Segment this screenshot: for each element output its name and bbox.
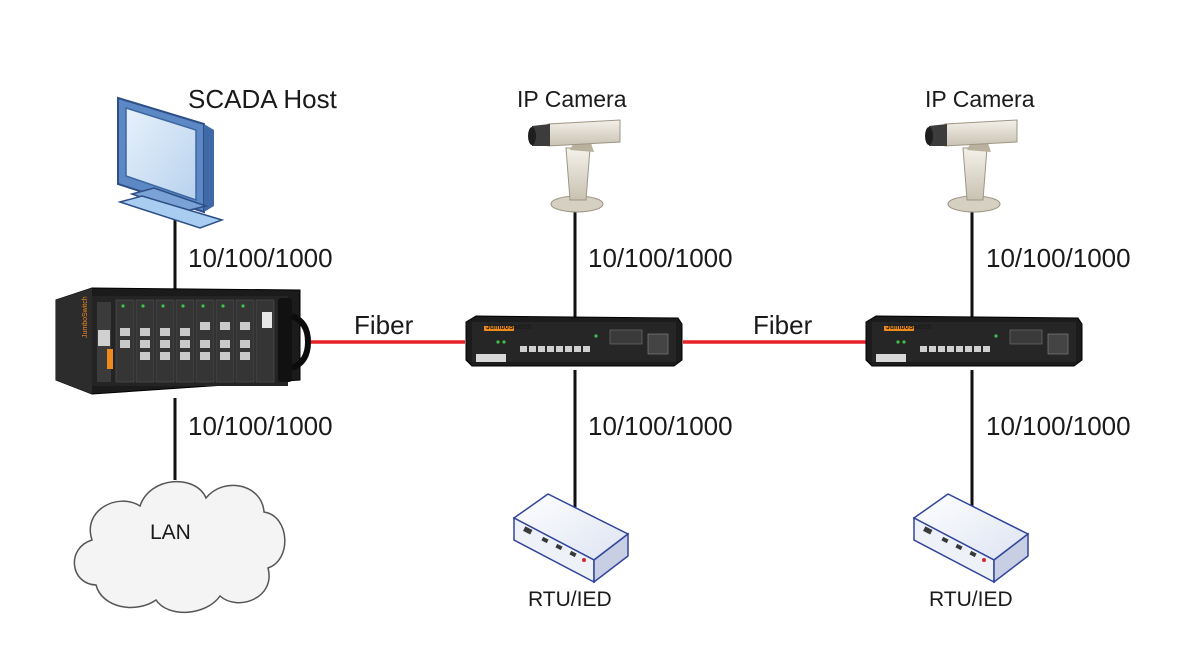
jumboswitch-unit-2 — [865, 315, 1083, 367]
rtu-ied-2-label: RTU/IED — [929, 588, 1013, 611]
fiber-label-1: Fiber — [354, 310, 414, 340]
fiber-label-2: Fiber — [753, 310, 813, 340]
speed-label-scada: 10/100/1000 — [188, 243, 333, 273]
scada-host-monitor-icon — [117, 96, 225, 229]
scada-host-label: SCADA Host — [188, 84, 337, 114]
lan-cloud-icon — [73, 480, 286, 613]
rtu-ied-2-icon — [912, 493, 1030, 584]
chassis-brand-label: JumboSwitch — [82, 296, 89, 338]
jumboswitch-unit-1 — [465, 315, 683, 367]
speed-label-camera-2: 10/100/1000 — [986, 243, 1131, 273]
speed-label-camera-1: 10/100/1000 — [588, 243, 733, 273]
switch-1-brand-label: JumboSwitch — [486, 324, 532, 331]
ip-camera-2-label: IP Camera — [925, 86, 1035, 112]
rtu-ied-1-label: RTU/IED — [528, 588, 612, 611]
ip-camera-1-icon — [528, 119, 621, 213]
speed-label-rtu-2: 10/100/1000 — [986, 411, 1131, 441]
speed-label-lan: 10/100/1000 — [188, 411, 333, 441]
speed-label-rtu-1: 10/100/1000 — [588, 411, 733, 441]
ip-camera-2-icon — [925, 119, 1018, 213]
switch-2-brand-label: JumboSwitch — [886, 324, 932, 331]
ip-camera-1-label: IP Camera — [517, 86, 627, 112]
copper-links — [173, 208, 974, 508]
jumboswitch-chassis — [55, 287, 312, 395]
lan-label: LAN — [150, 521, 191, 544]
rtu-ied-1-icon — [512, 493, 630, 584]
